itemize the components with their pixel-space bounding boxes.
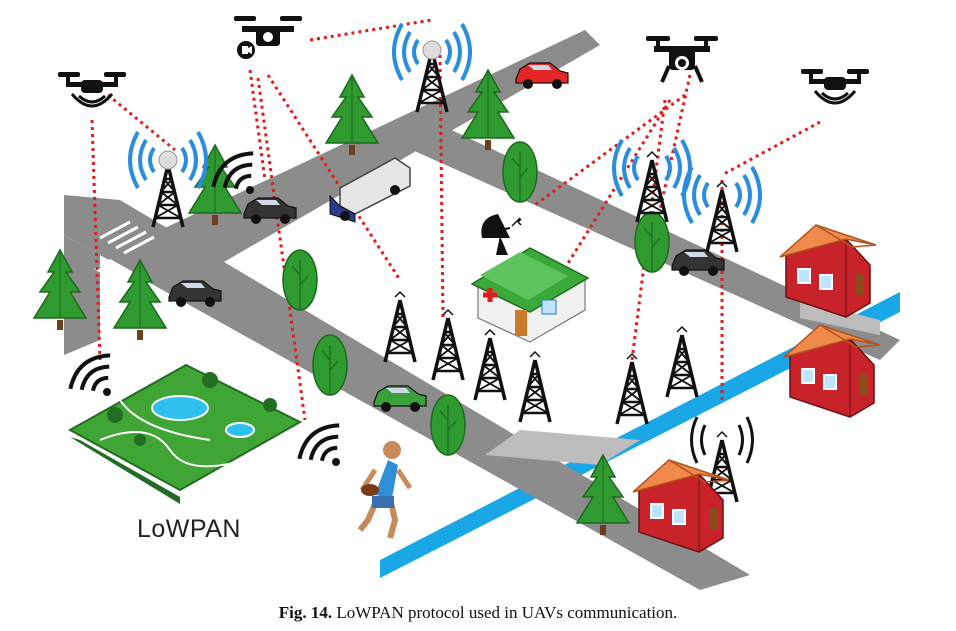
figure-caption: Fig. 14. LoWPAN protocol used in UAVs co… — [0, 603, 956, 623]
park-icon — [67, 363, 303, 504]
satellite-dish-icon — [481, 214, 522, 255]
truck-icon — [329, 157, 411, 223]
lowpan-uav-diagram — [33, 16, 900, 590]
runner-icon — [357, 441, 413, 539]
caption-text: LoWPAN protocol used in UAVs communicati… — [336, 603, 678, 622]
camera-drone-icon — [234, 16, 720, 84]
lowpan-label: LoWPAN — [137, 515, 241, 543]
uav-links — [90, 18, 821, 421]
river — [380, 292, 900, 578]
clinic-icon — [470, 247, 590, 343]
figure-number: Fig. 14. — [278, 603, 333, 622]
radio-tower-icon — [128, 22, 762, 504]
